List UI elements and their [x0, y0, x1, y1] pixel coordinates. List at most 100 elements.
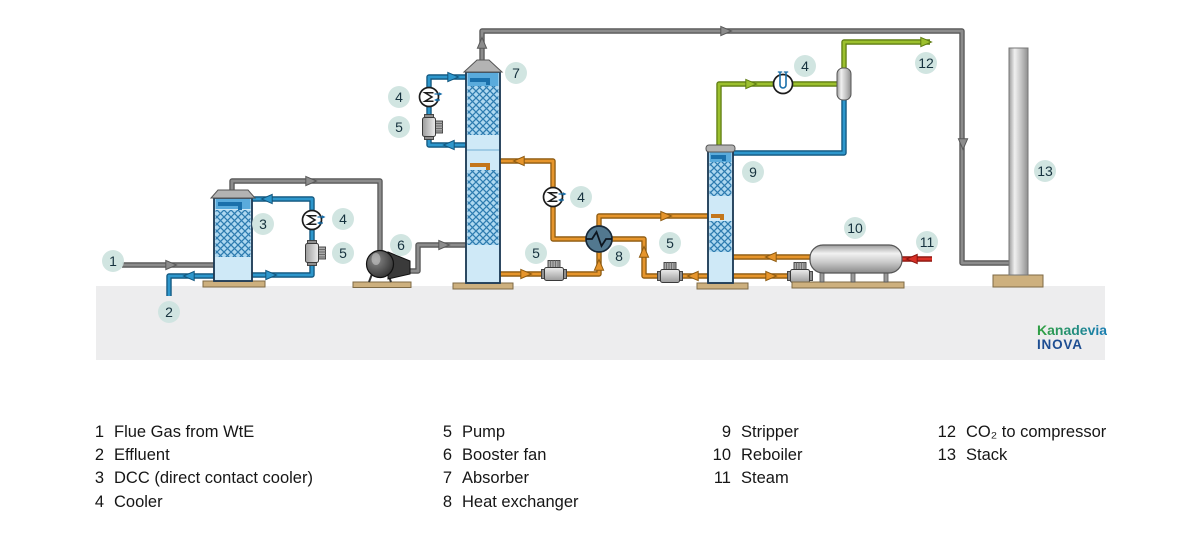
legend-label: Reboiler: [741, 446, 803, 465]
legend-label: Stack: [966, 446, 1008, 465]
pipes-flue-gas: [122, 29, 1009, 273]
brand-logo-line2: INOVA: [1037, 337, 1083, 352]
svg-text:6: 6: [397, 237, 405, 253]
diagram-label-5: 5: [659, 232, 681, 254]
legend-label: Absorber: [462, 469, 529, 488]
knockout-drum: [836, 67, 852, 101]
diagram-label-4: 4: [388, 86, 410, 108]
legend-column-2: 5 Pump 6 Booster fan 7 Absorber 8 Heat exchange…: [430, 421, 579, 514]
legend-label: Cooler: [114, 492, 163, 511]
svg-text:5: 5: [339, 245, 347, 261]
cooler-condenser: [772, 71, 794, 95]
legend-item-8: 8 Heat exchanger: [430, 491, 579, 514]
stripper-column: [696, 144, 749, 290]
brand-logo: Kanadevia INOVA: [1037, 323, 1107, 352]
pump-dcc: [305, 240, 326, 266]
legend-item-2: 2 Effluent: [82, 444, 313, 467]
diagram-label-5: 5: [525, 242, 547, 264]
heat-exchanger: [585, 225, 613, 253]
svg-text:4: 4: [395, 89, 403, 105]
legend-number: 4: [94, 492, 104, 511]
diagram-label-1: 1: [102, 250, 124, 272]
legend-label: Flue Gas from WtE: [114, 423, 255, 441]
pipes-co2: [717, 40, 930, 149]
legend-item-10: 10 Reboiler: [705, 444, 803, 467]
legend-label: Booster fan: [462, 446, 547, 465]
reboiler: [791, 244, 905, 289]
svg-text:5: 5: [395, 119, 403, 135]
legend-number: 8: [442, 492, 452, 511]
legend-number: 2: [94, 446, 104, 465]
svg-text:7: 7: [512, 65, 520, 81]
pump-reboiler: [787, 262, 813, 283]
svg-text:9: 9: [749, 164, 757, 180]
diagram-label-7: 7: [505, 62, 527, 84]
diagram-label-13: 13: [1034, 160, 1056, 182]
diagram-label-4: 4: [794, 55, 816, 77]
legend-item-7: 7 Absorber: [430, 467, 579, 490]
diagram-label-3: 3: [252, 213, 274, 235]
legend-label: Pump: [462, 423, 506, 441]
legend-item-5: 5 Pump: [430, 421, 579, 444]
svg-text:4: 4: [339, 211, 347, 227]
legend-number: 13: [937, 446, 956, 465]
svg-text:2: 2: [165, 304, 173, 320]
legend-column-4: 12 CO₂ to compressor 13 Stack: [928, 421, 1107, 467]
svg-text:5: 5: [666, 235, 674, 251]
cooler-lean-solvent: [542, 186, 568, 208]
legend-number: 11: [713, 469, 731, 488]
diagram-label-12: 12: [915, 52, 937, 74]
legend-label: Effluent: [114, 446, 170, 465]
legend-label: Heat exchanger: [462, 492, 579, 511]
legend-number: 1: [94, 423, 104, 441]
legend-label: CO₂ to compressor: [966, 423, 1107, 441]
legend-item-1: 1 Flue Gas from WtE: [82, 421, 313, 444]
stack: [992, 47, 1044, 288]
cooler-dcc: [301, 209, 327, 231]
diagram-label-8: 8: [608, 245, 630, 267]
pump-lean-solvent: [657, 262, 683, 283]
legend-number: 6: [442, 446, 452, 465]
diagram-label-11: 11: [916, 231, 938, 253]
legend-label: Steam: [741, 469, 789, 488]
diagram-label-4: 4: [570, 186, 592, 208]
svg-text:11: 11: [920, 234, 935, 250]
diagram-label-6: 6: [390, 234, 412, 256]
legend-number: 9: [721, 423, 731, 441]
svg-text:8: 8: [615, 248, 623, 264]
diagram-label-10: 10: [844, 217, 866, 239]
legend-number: 7: [442, 469, 452, 488]
legend-item-4: 4 Cooler: [82, 491, 313, 514]
legend-label: DCC (direct contact cooler): [114, 469, 313, 488]
diagram-label-2: 2: [158, 301, 180, 323]
pump-rich-solvent: [541, 260, 567, 281]
diagram-label-5: 5: [332, 242, 354, 264]
absorber-column: [452, 59, 514, 290]
diagram-label-9: 9: [742, 161, 764, 183]
legend-item-13: 13 Stack: [928, 444, 1106, 467]
diagram-label-4: 4: [332, 208, 354, 230]
diagram-label-5: 5: [388, 116, 410, 138]
legend-item-6: 6 Booster fan: [430, 444, 579, 467]
flow-arrows: [165, 25, 969, 282]
svg-text:1: 1: [109, 253, 117, 269]
svg-text:12: 12: [918, 55, 934, 71]
svg-text:4: 4: [577, 189, 585, 205]
legend-number: 5: [442, 423, 452, 441]
legend-item-11: 11 Steam: [705, 467, 802, 490]
legend-number: 12: [937, 423, 956, 441]
dcc-column: [202, 189, 266, 288]
cooler-absorber: [418, 86, 444, 108]
svg-text:5: 5: [532, 245, 540, 261]
pump-absorber-intercooler: [422, 114, 443, 140]
legend-number: 10: [712, 446, 731, 465]
legend-item-12: 12 CO₂ to compressor: [928, 421, 1107, 444]
brand-logo-line1: Kanadevia: [1037, 322, 1108, 338]
